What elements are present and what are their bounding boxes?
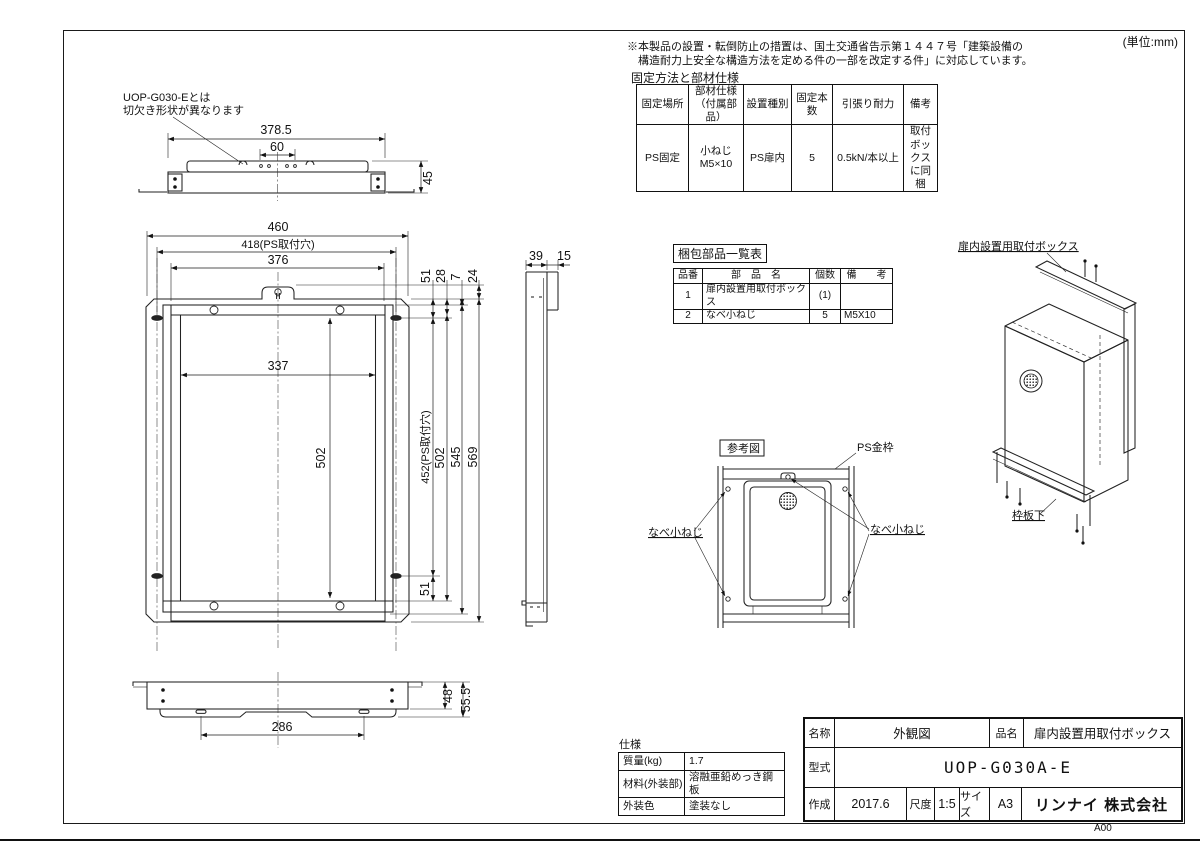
parts-cell: 扉内設置用取付ボックス <box>702 283 810 310</box>
parts-row: 1 扉内設置用取付ボックス (1) <box>673 283 893 310</box>
title-block-row: 型式 UOP-G030A-E <box>805 747 1181 788</box>
fixing-table: 固定場所 部材仕様 （付属部品） 設置種別 固定本数 引張り耐力 備考 PS固定… <box>636 83 938 192</box>
fixing-cell: 取付ボックス に同梱 <box>903 124 938 192</box>
model-label: 型式 <box>805 747 835 787</box>
spec-row: 外装色 塗装なし <box>618 797 785 817</box>
dim-452: 452(PS取付穴) <box>418 410 432 483</box>
size-label: サイズ <box>960 788 990 820</box>
doc-code: A00 <box>1094 823 1112 834</box>
parts-cell: 1 <box>673 283 703 310</box>
parts-row: 2 なべ小ねじ 5 M5X10 <box>673 309 893 324</box>
bottom-view: 286 48 55.5 <box>132 672 473 748</box>
dim-378-5: 378.5 <box>260 123 291 137</box>
scale-label: 尺度 <box>907 788 935 820</box>
title-block-row: 名称 外観図 品名 扉内設置用取付ボックス <box>805 719 1181 748</box>
fixing-header: 備考 <box>903 83 938 126</box>
model-value: UOP-G030A-E <box>944 757 1072 777</box>
dim-545: 545 <box>449 447 463 468</box>
pn-label: 品名 <box>990 719 1024 747</box>
parts-cell: M5X10 <box>840 309 893 324</box>
dim-7: 7 <box>449 273 463 280</box>
isometric-view: 扉内設置用取付ボックス <box>958 239 1138 545</box>
dim-460: 460 <box>268 220 289 234</box>
fixing-cell: PS扉内 <box>743 124 792 192</box>
dim-28: 28 <box>434 269 448 283</box>
parts-table-title: 梱包部品一覧表 <box>673 244 768 263</box>
fixing-cell: 小ねじ M5×10 <box>688 124 744 192</box>
spec-value: 1.7 <box>684 752 785 771</box>
dim-48: 48 <box>441 689 455 703</box>
fixing-header: 固定場所 <box>636 83 689 126</box>
parts-cell: (1) <box>809 283 841 310</box>
iso-box-label: 扉内設置用取付ボックス <box>958 239 1079 253</box>
dim-60: 60 <box>270 140 284 154</box>
spec-value: 塗装なし <box>684 797 785 817</box>
sheet-bottom-edge <box>0 839 1200 841</box>
dim-502-inner: 502 <box>314 448 328 469</box>
fixing-cell: 5 <box>791 124 833 192</box>
ps-frame-label: PS金枠 <box>857 440 894 454</box>
dim-418: 418(PS取付穴) <box>241 237 314 251</box>
top-view: UOP-G030-Eとは 切欠き形状が異なります 378.5 60 <box>123 91 435 201</box>
dim-502-right: 502 <box>433 448 447 469</box>
side-view: 39 15 <box>521 249 571 627</box>
name-label: 名称 <box>805 719 835 747</box>
iso-bottom-label: 枠板下 <box>1012 508 1045 522</box>
dim-569: 569 <box>466 447 480 468</box>
created-value: 2017.6 <box>835 788 907 820</box>
spec-table-title: 仕様 <box>619 739 641 751</box>
dim-55-5: 55.5 <box>459 688 473 712</box>
parts-cell <box>840 283 893 310</box>
dim-39: 39 <box>529 249 543 263</box>
fixing-table-title: 固定方法と部材仕様 <box>631 71 740 85</box>
top-view-note: 切欠き形状が異なります <box>123 103 244 117</box>
created-label: 作成 <box>805 788 835 820</box>
top-view-note: UOP-G030-Eとは <box>123 91 210 104</box>
fixing-cell: PS固定 <box>636 124 689 192</box>
unit-note: (単位:mm) <box>1122 35 1178 49</box>
dim-51-top: 51 <box>419 269 433 283</box>
fixing-header: 引張り耐力 <box>832 83 904 126</box>
dim-24: 24 <box>466 269 480 283</box>
dim-45: 45 <box>421 171 435 185</box>
reference-view-title: 参考図 <box>727 441 760 455</box>
spec-label: 材料(外装部) <box>618 769 685 799</box>
front-view: 460 418(PS取付穴) 376 <box>145 220 484 652</box>
pan-screw-label-right: なべ小ねじ <box>870 523 925 536</box>
dim-51-bottom: 51 <box>418 582 432 596</box>
sheet-border-frame <box>63 30 1185 824</box>
dim-15: 15 <box>557 249 571 263</box>
name-value: 外観図 <box>835 719 990 747</box>
scale-value: 1:5 <box>935 788 960 820</box>
spec-table: 質量(kg) 1.7 材料(外装部) 溶融亜鉛めっき鋼板 外装色 塗装なし <box>618 752 785 817</box>
title-block: 名称 外観図 品名 扉内設置用取付ボックス 型式 UOP-G030A-E 作成 … <box>803 717 1183 822</box>
reference-view: 参考図 PS金枠 なべ小ねじ <box>648 439 925 628</box>
fixing-header: 部材仕様 （付属部品） <box>688 83 744 126</box>
spec-value: 溶融亜鉛めっき鋼板 <box>684 769 785 799</box>
fixing-cell: 0.5kN/本以上 <box>832 124 904 192</box>
pan-screw-label-left: なべ小ねじ <box>648 526 703 539</box>
dim-376: 376 <box>268 253 289 267</box>
pn-value: 扉内設置用取付ボックス <box>1033 727 1172 742</box>
spec-row: 材料(外装部) 溶融亜鉛めっき鋼板 <box>618 769 785 799</box>
parts-table: 品番 部 品 名 個数 備 考 1 扉内設置用取付ボックス (1) 2 なべ小ね… <box>673 268 893 324</box>
compliance-note: ※本製品の設置・転倒防止の措置は、国土交通省告示第１４４７号「建築設備の 構造耐… <box>627 41 1033 67</box>
dim-286: 286 <box>272 720 293 734</box>
size-value: A3 <box>990 788 1022 820</box>
dim-337: 337 <box>268 359 289 373</box>
company-name: リンナイ 株式会社 <box>1034 796 1169 814</box>
title-block-row: 作成 2017.6 尺度 1:5 サイズ A3 リンナイ 株式会社 <box>805 788 1181 820</box>
